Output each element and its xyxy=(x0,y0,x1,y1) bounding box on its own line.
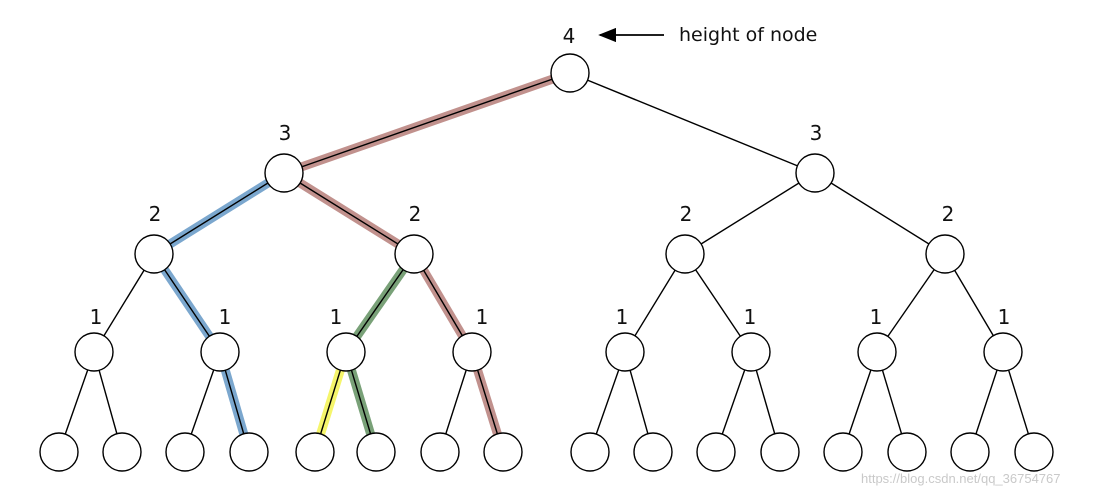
level3-node xyxy=(731,332,771,372)
edge xyxy=(283,172,415,255)
height-label: 2 xyxy=(149,202,162,226)
tree-nodes xyxy=(39,53,1054,472)
level3-node xyxy=(74,332,114,372)
level3-node-yellow xyxy=(326,332,366,372)
height-label: 3 xyxy=(810,121,823,145)
height-label: 3 xyxy=(279,121,292,145)
leaf-node xyxy=(356,432,396,472)
leaf-node xyxy=(823,432,863,472)
height-label: 1 xyxy=(870,305,883,329)
height-label: 2 xyxy=(409,202,422,226)
tree-edges xyxy=(58,72,1035,453)
height-label-root: 4 xyxy=(563,24,576,48)
leaf-node xyxy=(696,432,736,472)
height-label: 1 xyxy=(219,305,232,329)
level3-node xyxy=(857,332,897,372)
leaf-node xyxy=(570,432,610,472)
edge xyxy=(153,172,285,255)
level1-left-node xyxy=(264,153,304,193)
leaf-node xyxy=(760,432,800,472)
height-label: 1 xyxy=(90,305,103,329)
root-node xyxy=(550,53,590,93)
level1-right-node xyxy=(795,153,835,193)
level2-node xyxy=(134,234,174,274)
edge xyxy=(345,253,415,353)
highlight-paths xyxy=(150,68,572,454)
leaf-node xyxy=(420,432,460,472)
leaf-node xyxy=(295,432,335,472)
leaf-node xyxy=(39,432,79,472)
edge xyxy=(283,72,571,174)
edge xyxy=(814,172,946,255)
height-label: 1 xyxy=(744,305,757,329)
leaf-node xyxy=(633,432,673,472)
leaf-node xyxy=(1014,432,1054,472)
height-label: 2 xyxy=(680,202,693,226)
annotation-text: height of node xyxy=(679,24,817,46)
edge xyxy=(684,172,816,255)
watermark: https://blog.csdn.net/qq_36754767 xyxy=(861,471,1061,486)
level2-node-green xyxy=(394,234,434,274)
level3-node xyxy=(452,332,492,372)
edge xyxy=(569,72,816,174)
height-labels: 4 3 3 2 2 2 2 1 1 1 1 1 1 1 1 xyxy=(90,24,1011,329)
edge xyxy=(876,253,946,353)
level3-node xyxy=(605,332,645,372)
height-label: 1 xyxy=(476,305,489,329)
height-label: 1 xyxy=(616,305,629,329)
level3-node xyxy=(200,332,240,372)
level2-node xyxy=(925,234,965,274)
leaf-node xyxy=(102,432,142,472)
leaf-node xyxy=(950,432,990,472)
height-label: 1 xyxy=(998,305,1011,329)
leaf-node xyxy=(887,432,927,472)
leaf-node xyxy=(165,432,205,472)
leaf-node xyxy=(229,432,269,472)
level3-node xyxy=(983,332,1023,372)
leaf-node xyxy=(483,432,523,472)
height-label: 2 xyxy=(942,202,955,226)
level2-node xyxy=(665,234,705,274)
annotation: height of node xyxy=(598,24,817,46)
height-label: 1 xyxy=(330,305,343,329)
